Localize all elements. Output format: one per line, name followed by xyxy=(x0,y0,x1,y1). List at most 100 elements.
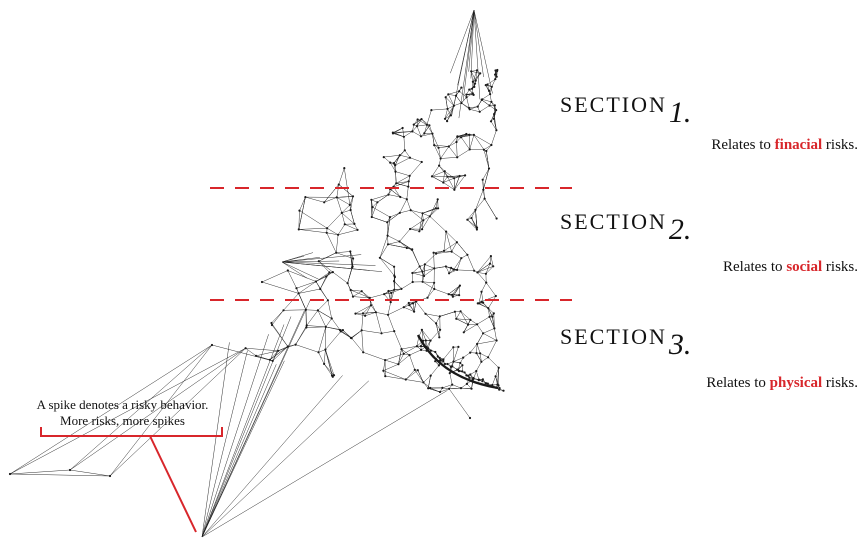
mesh-edge xyxy=(433,250,445,253)
mesh-edge xyxy=(278,344,296,352)
mesh-edge xyxy=(396,175,410,184)
mesh-edge xyxy=(298,210,300,230)
mesh-edge xyxy=(352,296,370,299)
mesh-edge xyxy=(469,106,478,109)
mesh-edge xyxy=(403,136,406,151)
mesh-node xyxy=(397,363,400,366)
mesh-edge xyxy=(405,370,418,380)
mesh-edge xyxy=(325,349,333,376)
mesh-node xyxy=(462,356,465,359)
mesh-edge xyxy=(482,302,489,309)
mesh-node xyxy=(485,149,488,153)
spike-edge xyxy=(473,9,493,94)
mesh-node xyxy=(481,380,484,383)
mesh-node xyxy=(474,79,477,82)
mesh-node xyxy=(489,120,493,123)
mesh-edge xyxy=(383,154,400,158)
mesh-edge xyxy=(245,347,279,352)
mesh-edge xyxy=(318,261,333,273)
section-1-title: SECTION1. xyxy=(560,86,691,129)
mesh-edge xyxy=(325,318,332,328)
mesh-edge xyxy=(109,348,246,477)
mesh-node xyxy=(324,325,327,328)
mesh-edge xyxy=(438,165,448,177)
mesh-node xyxy=(485,281,488,284)
mesh-edge xyxy=(375,312,382,334)
mesh-edge xyxy=(283,293,299,311)
mesh-node xyxy=(418,265,421,268)
mesh-edge xyxy=(476,361,482,372)
mesh-node xyxy=(364,314,367,317)
mesh-node xyxy=(437,146,440,149)
mesh-node xyxy=(481,178,484,181)
mesh-edge xyxy=(295,344,319,353)
mesh-edge xyxy=(361,313,364,331)
mesh-node xyxy=(460,136,463,139)
mesh-edge xyxy=(384,289,395,295)
mesh-edge xyxy=(489,316,495,329)
mesh-edge xyxy=(490,121,497,131)
mesh-edge xyxy=(459,91,467,98)
mesh-edge xyxy=(457,269,475,271)
mesh-edge xyxy=(419,220,424,232)
mesh-node xyxy=(360,290,363,293)
mesh-node xyxy=(411,280,414,284)
mesh-edge xyxy=(426,110,432,125)
mesh-edge xyxy=(476,324,484,334)
mesh-node xyxy=(286,269,289,272)
mesh-edge xyxy=(361,291,371,301)
mesh-node xyxy=(326,299,329,302)
mesh-edge xyxy=(490,110,497,122)
mesh-edge xyxy=(427,288,435,298)
mesh-edge xyxy=(283,309,306,311)
mesh-node xyxy=(68,468,72,472)
mesh-node xyxy=(351,295,355,298)
mesh-edge xyxy=(351,337,364,353)
mesh-edge xyxy=(491,130,497,146)
mesh-node xyxy=(437,207,440,210)
mesh-edge xyxy=(421,329,424,341)
mesh-edge xyxy=(372,202,378,208)
mesh-edge xyxy=(423,375,431,383)
mesh-node xyxy=(483,197,486,200)
mesh-node xyxy=(399,195,402,199)
mesh-edge xyxy=(448,90,460,95)
mesh-node xyxy=(494,69,497,72)
mesh-node xyxy=(294,343,297,346)
mesh-node xyxy=(465,374,468,377)
mesh-edge xyxy=(211,344,273,362)
mesh-node xyxy=(487,307,490,310)
mesh-edge xyxy=(403,131,413,137)
mesh-node xyxy=(382,156,385,159)
mesh-node xyxy=(361,312,365,315)
mesh-edge xyxy=(341,212,355,225)
spike-edge xyxy=(201,380,369,538)
mesh-edge xyxy=(451,242,458,252)
section-2-title: SECTION2. xyxy=(560,203,691,246)
mesh-edge xyxy=(451,251,462,259)
section-2-caption-pre: Relates to xyxy=(722,259,787,275)
mesh-edge xyxy=(461,97,467,104)
mesh-node xyxy=(407,301,410,305)
section-2-caption: Relates to social risks. xyxy=(723,259,858,276)
mesh-edge xyxy=(344,224,358,231)
mesh-edge xyxy=(361,330,382,334)
mesh-edge xyxy=(305,196,325,203)
mesh-edge xyxy=(385,359,399,365)
mesh-edge xyxy=(448,388,471,419)
mesh-node xyxy=(470,387,473,390)
mesh-node xyxy=(443,362,447,366)
mesh-edge xyxy=(392,127,403,134)
mesh-edge xyxy=(423,268,435,277)
mesh-node xyxy=(370,198,373,201)
mesh-edge xyxy=(405,379,424,383)
mesh-edge xyxy=(449,269,458,274)
mesh-edge xyxy=(486,150,490,169)
mesh-edge xyxy=(401,345,417,350)
mesh-edge xyxy=(438,146,449,149)
mesh-edge xyxy=(419,213,423,232)
mesh-edge xyxy=(318,252,337,262)
section-2-caption-post: risks. xyxy=(822,259,858,275)
mesh-edge xyxy=(287,270,317,282)
mesh-edge xyxy=(323,363,333,376)
